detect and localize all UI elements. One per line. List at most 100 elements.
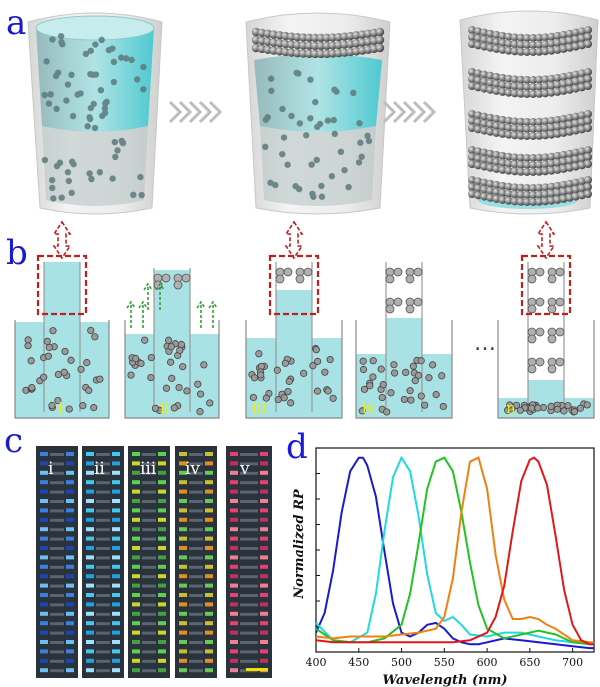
- sphere: [474, 161, 483, 170]
- crystal-band: [86, 489, 94, 494]
- particle: [47, 91, 54, 98]
- particle: [330, 116, 337, 124]
- sphere: [498, 122, 507, 131]
- sphere: [474, 76, 483, 85]
- sphere: [480, 162, 489, 171]
- particle: [111, 138, 119, 146]
- particle: [109, 175, 116, 182]
- sphere: [529, 183, 538, 192]
- particle: [79, 402, 87, 410]
- sphere: [565, 179, 574, 188]
- particle: [41, 91, 48, 99]
- crystal-band: [189, 462, 203, 466]
- crystal-band: [96, 528, 110, 532]
- sphere: [559, 180, 568, 189]
- particle: [262, 116, 270, 123]
- particle: [64, 81, 72, 88]
- particle: [312, 346, 320, 354]
- crystal-band: [230, 499, 238, 503]
- sphere: [565, 43, 574, 52]
- packed-sphere: [535, 327, 545, 337]
- particle: [53, 162, 61, 170]
- sphere: [571, 70, 580, 79]
- sphere: [547, 88, 556, 97]
- crystal-band: [158, 461, 166, 466]
- sphere: [468, 124, 476, 132]
- sphere: [498, 38, 507, 47]
- sphere: [553, 73, 562, 82]
- sphere: [522, 75, 531, 84]
- crystal-band: [96, 481, 110, 485]
- crystal-band: [66, 517, 74, 522]
- crystal-band: [132, 621, 140, 626]
- crystal-band: [158, 470, 166, 475]
- particle: [44, 352, 52, 360]
- ellipsis-label: …: [474, 331, 496, 356]
- particle: [137, 359, 145, 368]
- particle: [262, 394, 270, 402]
- packed-sphere: [535, 357, 545, 367]
- crystal-band: [189, 669, 203, 673]
- sphere: [553, 129, 562, 138]
- particle: [68, 189, 75, 197]
- crystal-band: [96, 471, 110, 475]
- crystal-band: [179, 564, 187, 569]
- particle: [318, 193, 326, 200]
- crystal-band: [158, 640, 166, 644]
- crystal-band: [50, 481, 64, 485]
- sphere: [584, 40, 592, 48]
- crystal-band: [260, 508, 268, 513]
- crystal-band: [112, 621, 120, 626]
- crystal-band: [189, 659, 203, 663]
- sphere: [468, 26, 476, 34]
- particle: [284, 161, 291, 168]
- crystal-band: [179, 527, 187, 532]
- sphere: [516, 197, 525, 206]
- crystal-band: [260, 480, 268, 485]
- crystal-band: [240, 565, 258, 569]
- crystal-band: [40, 574, 48, 579]
- sphere: [565, 127, 574, 136]
- crystal-band: [240, 659, 258, 663]
- crystal-band: [260, 461, 268, 466]
- crystal-band: [142, 650, 156, 654]
- sphere: [474, 111, 483, 120]
- crystal-band: [260, 602, 268, 607]
- crystal-band: [260, 452, 268, 456]
- sphere: [498, 73, 507, 82]
- particle: [48, 401, 56, 410]
- crystal-band: [260, 630, 268, 635]
- crystal-band: [142, 518, 156, 522]
- crystal-band: [96, 641, 110, 644]
- crystal-band: [179, 452, 187, 456]
- sphere: [510, 117, 519, 126]
- reservoir-wall: [245, 320, 343, 419]
- sphere: [492, 44, 501, 53]
- crystal-band: [230, 658, 238, 663]
- sphere: [577, 154, 586, 163]
- particle: [196, 408, 204, 416]
- packed-sphere: [555, 357, 565, 367]
- micrograph-label-iii: iii: [140, 459, 157, 479]
- sphere: [504, 130, 513, 139]
- crystal-band: [132, 602, 140, 607]
- crystal-band: [142, 575, 156, 579]
- sphere: [480, 28, 489, 37]
- particle: [118, 137, 125, 145]
- particle: [329, 394, 337, 402]
- crystal-band: [66, 630, 74, 635]
- particle: [90, 100, 97, 108]
- sphere: [486, 85, 495, 94]
- crystal-band: [96, 669, 110, 673]
- sphere: [304, 33, 314, 43]
- sphere: [535, 197, 544, 206]
- particle: [333, 88, 340, 95]
- crystal-band: [205, 621, 213, 626]
- sphere: [522, 197, 531, 206]
- crystal-band: [205, 593, 213, 597]
- crystal-band: [142, 631, 156, 635]
- sphere: [468, 176, 476, 184]
- packed-sphere: [555, 327, 565, 337]
- sphere: [480, 192, 489, 201]
- double-arrow: [52, 220, 72, 260]
